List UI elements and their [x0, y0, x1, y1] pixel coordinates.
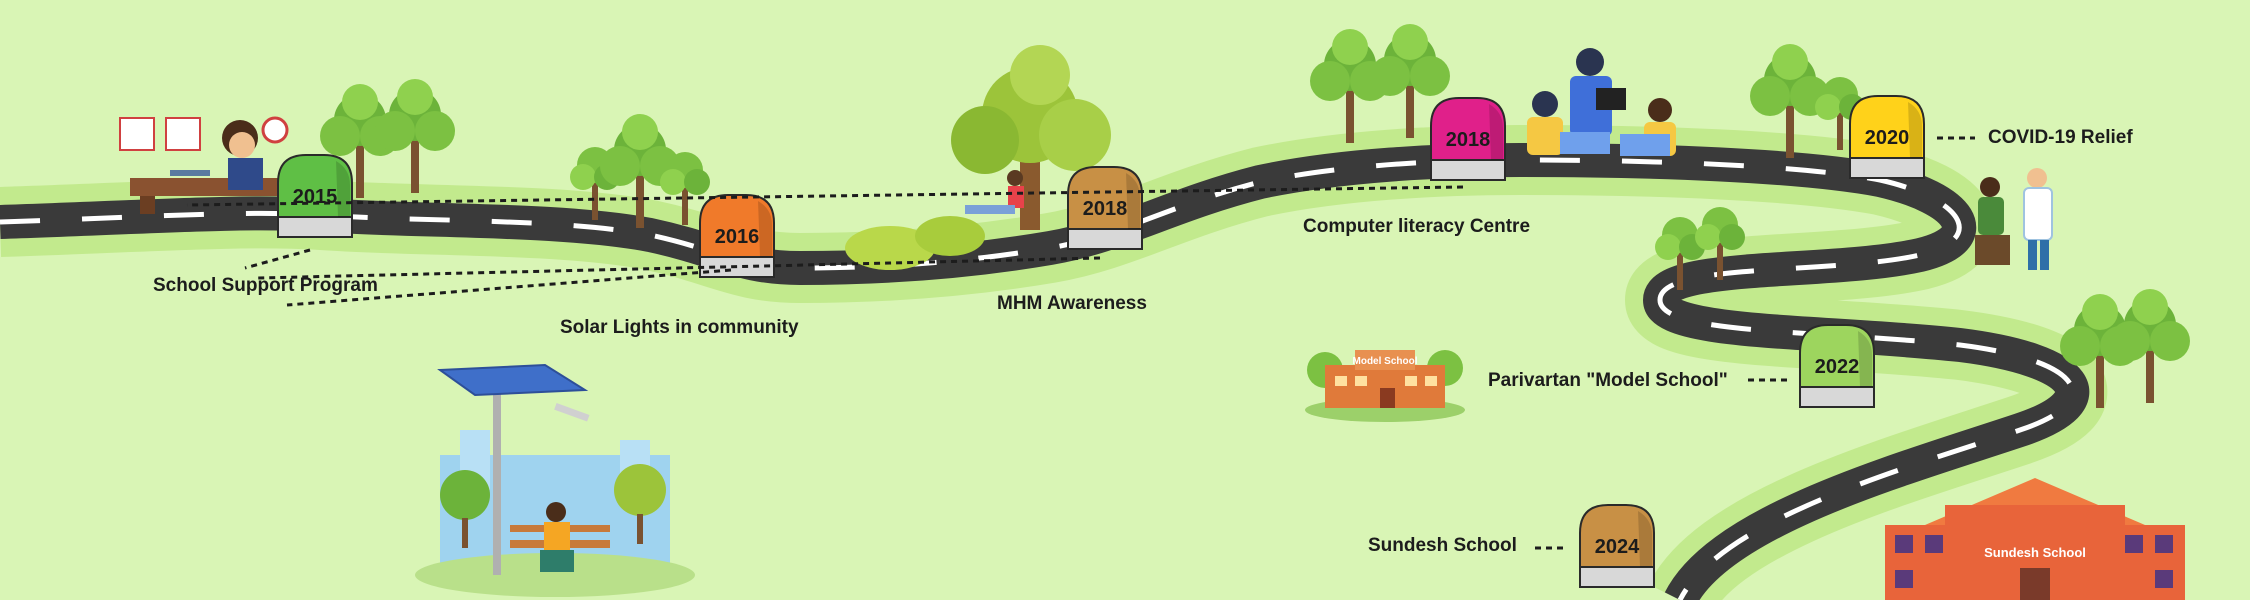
milestone-stone-shade: [1489, 104, 1503, 160]
milestone-label-mhm-awareness: MHM Awareness: [997, 293, 1147, 314]
milestone-label-computer-literacy: Computer literacy Centre: [1303, 216, 1531, 237]
big-tree-icon: [951, 45, 1111, 230]
model-school-sign: Model School: [1353, 356, 1418, 367]
milestone-stone-shade: [1858, 331, 1872, 387]
milestone-year: 2024: [1595, 536, 1640, 558]
milestone-marker-2020: 2020: [1849, 95, 1925, 179]
solar-light-icon: [415, 363, 695, 597]
milestone-marker-2024: 2024: [1579, 504, 1655, 588]
milestone-marker-2022: 2022: [1799, 324, 1875, 408]
milestone-stone-base: [1579, 566, 1655, 588]
milestone-connector: [244, 248, 311, 270]
milestone-marker-2018-computer: 2018: [1430, 97, 1506, 181]
student-desk-icon: [119, 116, 289, 214]
sundesh-school-icon: Sundesh School: [1885, 478, 2185, 600]
milestone-label-parivartan: Parivartan "Model School": [1488, 370, 1728, 391]
milestone-year: 2018: [1083, 198, 1128, 220]
milestone-label-solar-lights: Solar Lights in community: [560, 317, 799, 338]
tree-icon: [375, 79, 455, 193]
milestone-label-school-support: School Support Program: [153, 275, 378, 296]
milestone-year: 2022: [1815, 356, 1860, 378]
milestone-connector: [186, 185, 1464, 207]
reading-person-icon: [965, 170, 1024, 214]
milestone-stone-base: [1849, 157, 1925, 179]
milestone-label-covid-relief: COVID-19 Relief: [1988, 127, 2133, 148]
milestone-year: 2020: [1865, 127, 1910, 149]
covid-relief-icon: [1975, 168, 2053, 270]
milestone-stone-shade: [758, 201, 772, 257]
sundesh-school-sign: Sundesh School: [1984, 545, 2086, 560]
milestone-label-sundesh-school: Sundesh School: [1368, 535, 1517, 556]
milestone-connector: [257, 256, 1101, 280]
milestone-connector: [286, 268, 732, 307]
shrub-icon: [845, 216, 985, 270]
milestone-stone-base: [1430, 159, 1506, 181]
milestone-stone-shade: [1908, 102, 1922, 158]
milestone-stone-shade: [1638, 511, 1652, 567]
milestone-stone-base: [1799, 386, 1875, 408]
milestone-stone-shade: [1126, 173, 1140, 229]
milestone-marker-2018-mhm: 2018: [1067, 166, 1143, 250]
milestone-year: 2015: [293, 186, 338, 208]
milestone-markers: 2015 2016 2018 2018 2020 2022 2024: [186, 95, 1975, 588]
milestone-stone-base: [277, 216, 353, 238]
milestone-year: 2016: [715, 226, 760, 248]
milestone-year: 2018: [1446, 129, 1491, 151]
road: [0, 142, 2090, 600]
tree-icon: [2110, 289, 2190, 403]
model-school-icon: Model School: [1305, 350, 1465, 422]
milestone-stone-base: [1067, 228, 1143, 250]
computer-learners-icon: [1527, 48, 1676, 156]
milestone-marker-2016: 2016: [699, 194, 775, 278]
milestone-marker-2015: 2015: [277, 154, 353, 238]
